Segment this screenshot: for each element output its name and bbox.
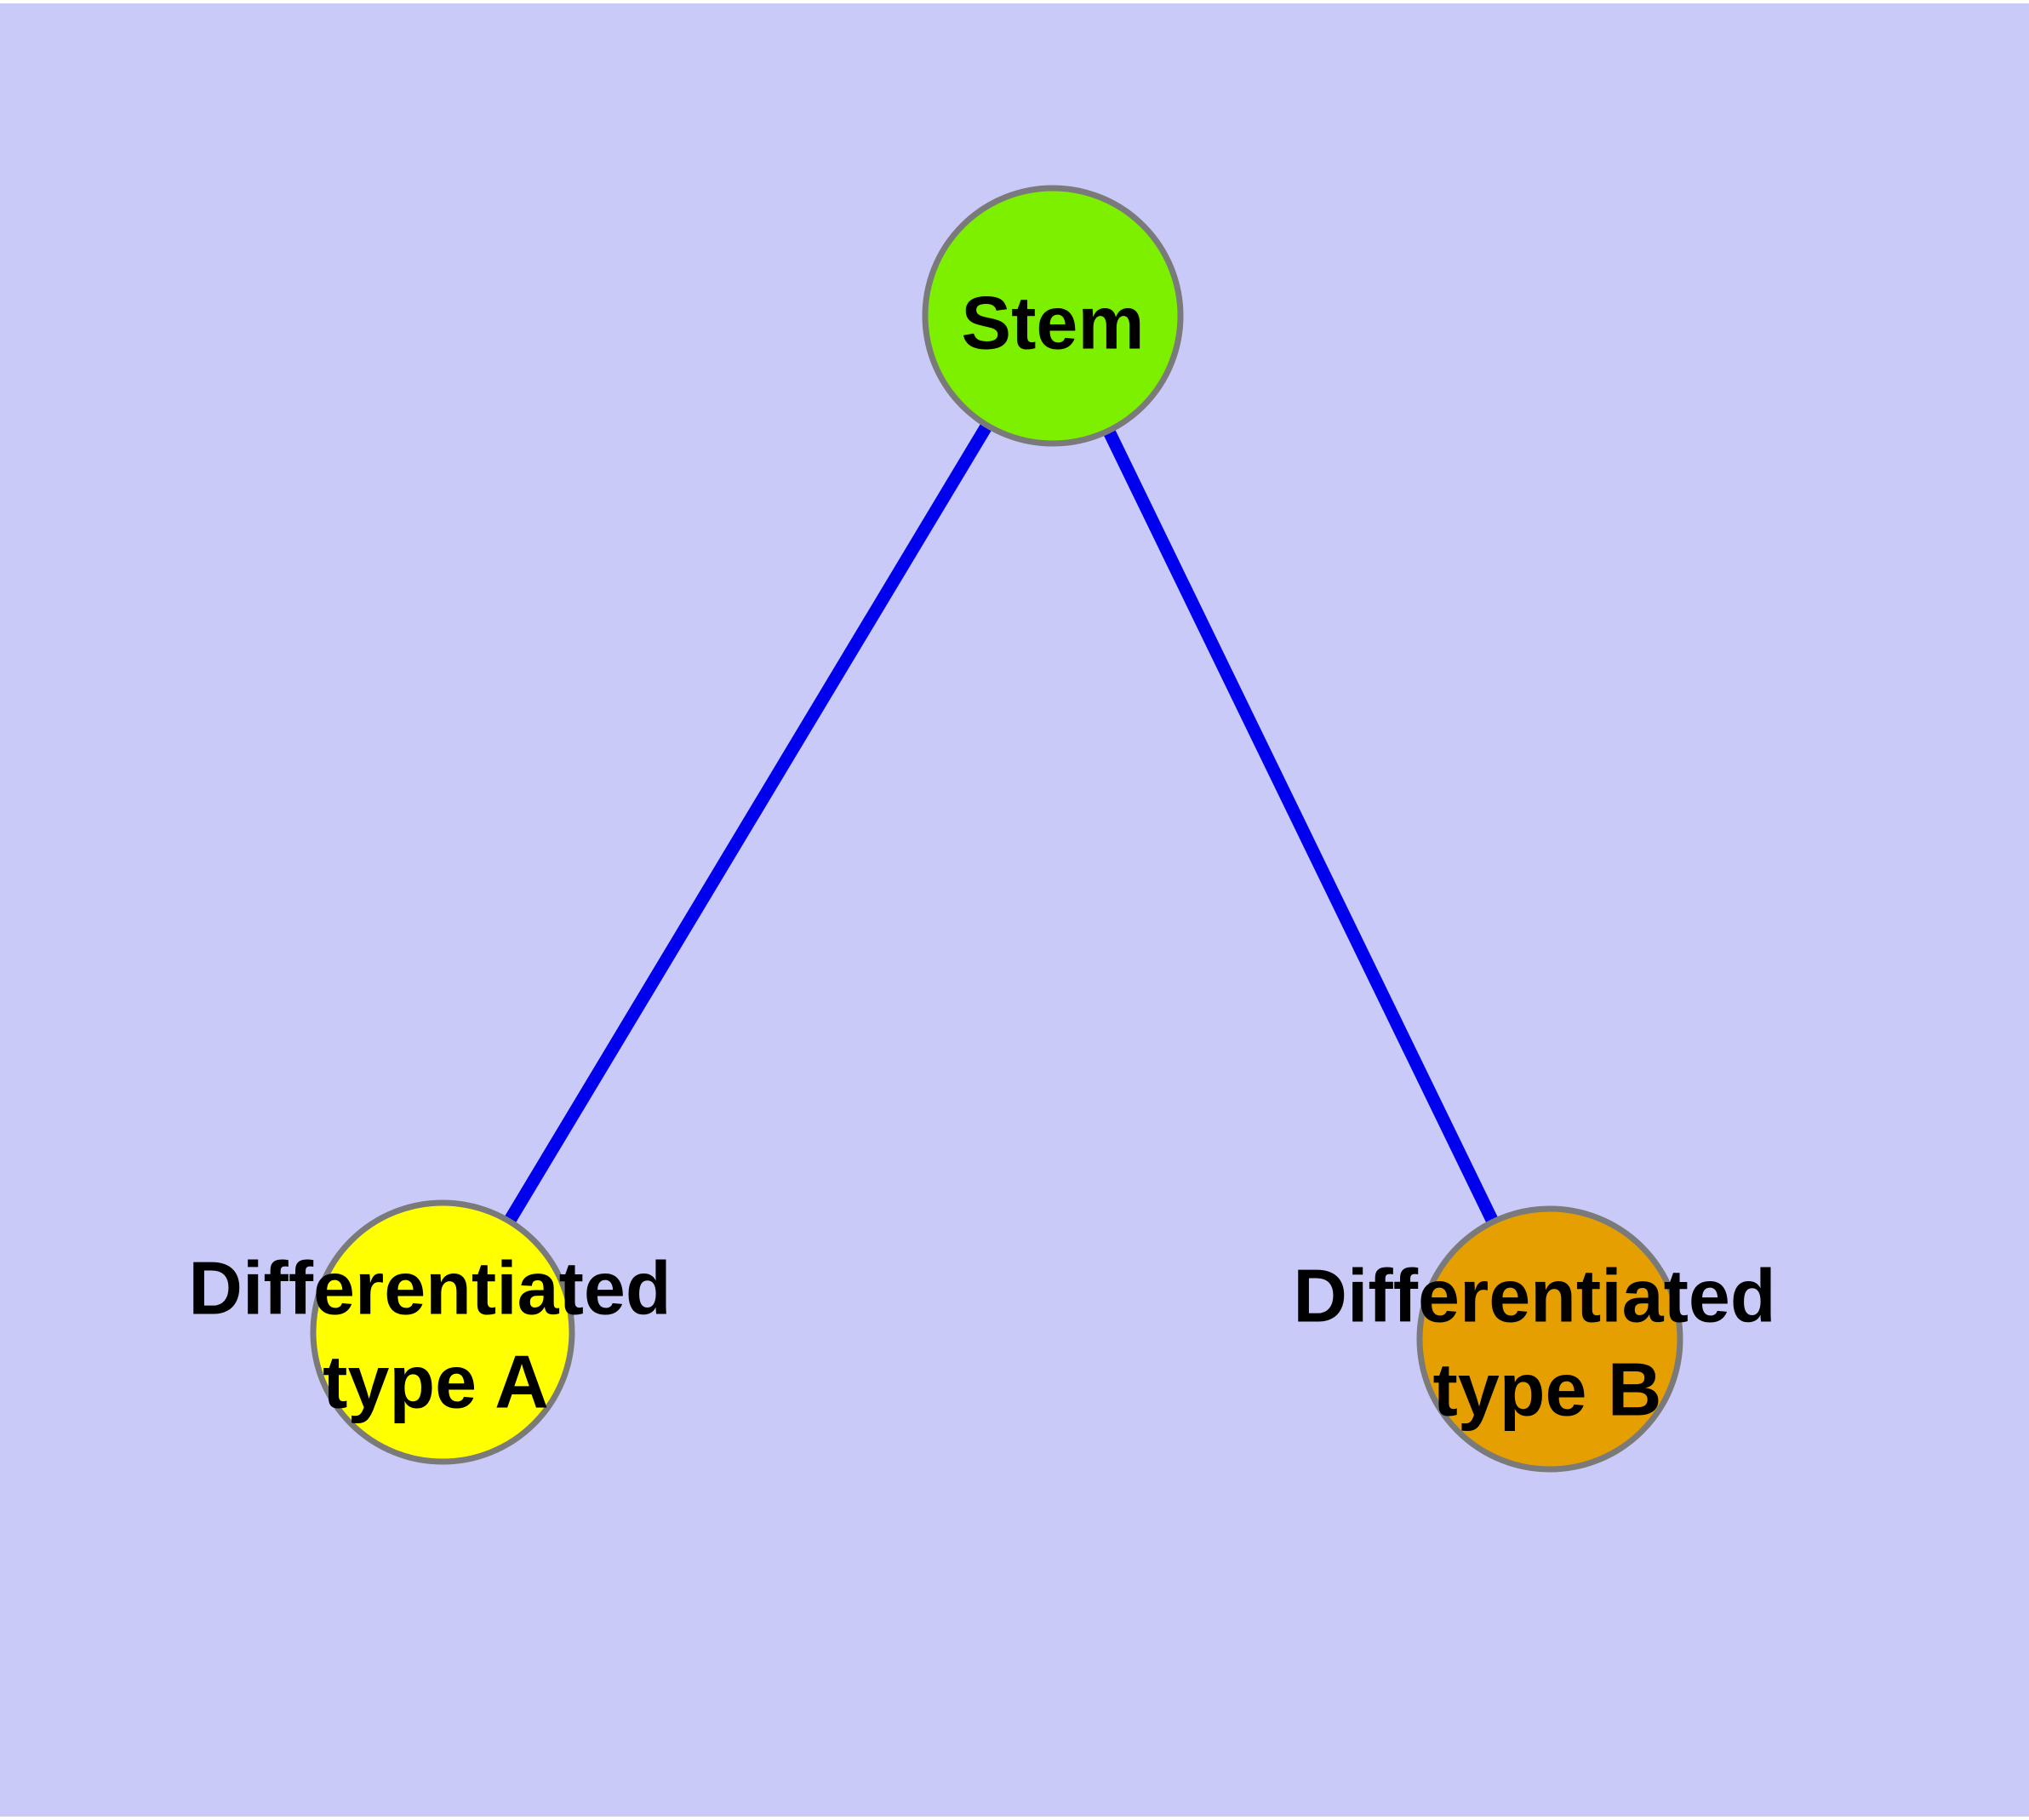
node-stem-label: Stem <box>961 281 1144 365</box>
edge-stem-to-type-a <box>437 312 1059 1336</box>
node-differentiated-type-b-label-line-2: type B <box>1433 1348 1662 1432</box>
edge-stem-to-type-b <box>1047 312 1556 1342</box>
node-differentiated-type-b-circle <box>1416 1205 1683 1473</box>
node-differentiated-type-a-label-line-1: Differentiated <box>188 1246 671 1331</box>
node-differentiated-type-b-label-line-1: Differentiated <box>1293 1254 1775 1338</box>
node-differentiated-type-a-circle <box>310 1199 575 1465</box>
node-differentiated-type-a-label-line-2: type A <box>323 1340 549 1424</box>
node-stem-circle <box>922 185 1184 447</box>
